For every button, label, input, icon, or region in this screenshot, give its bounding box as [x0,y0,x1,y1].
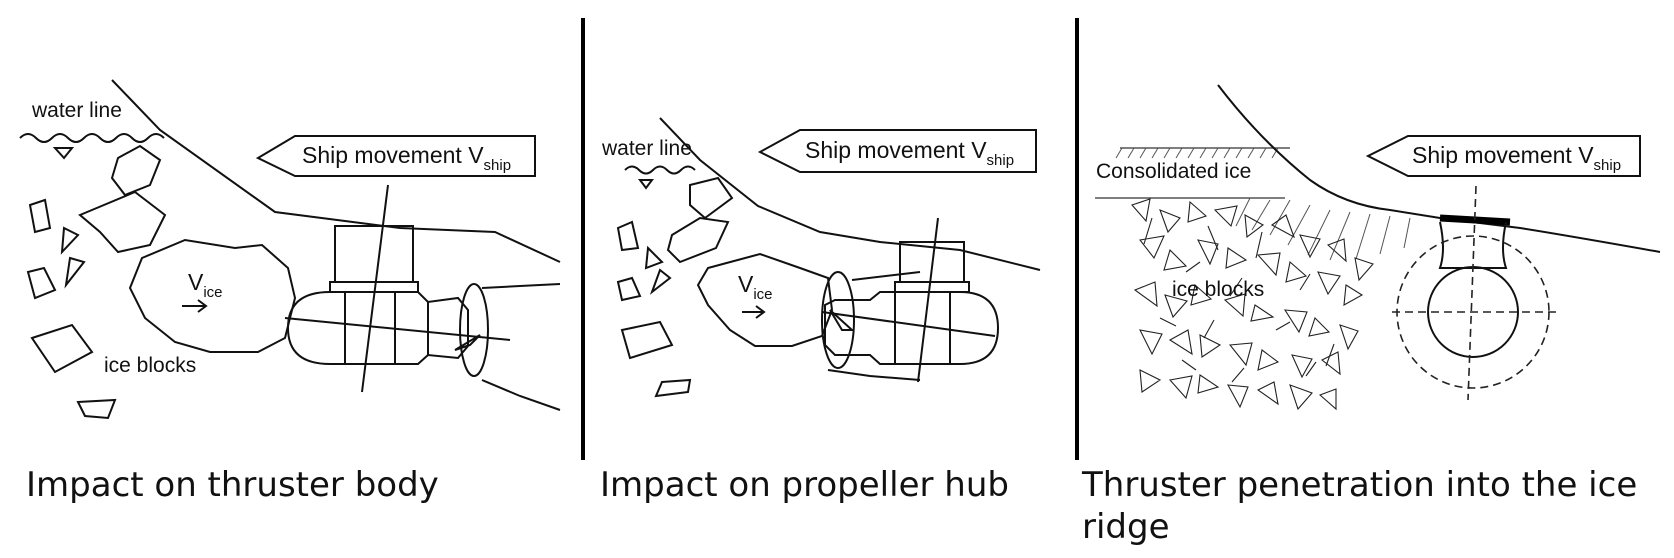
ice-fragment [666,216,730,264]
thruster [821,217,1000,383]
ice-fragment [616,276,642,302]
caption-thruster-body: Impact on thruster body [26,465,439,505]
ice-fragment [52,147,75,160]
water-line-label: water line [601,137,692,160]
ship-movement-arrow [1365,135,1641,177]
thruster [284,184,561,411]
water-line-label: water line [31,99,122,122]
ship-movement-arrow [757,129,1037,173]
ice-rubble-field [1131,198,1374,411]
ice-fragment [644,245,664,270]
panel-propeller-hub: water line Ship movement Vship Vice [601,117,1041,398]
v-ice-label: Vice [738,271,773,303]
ship-movement-label: Ship movement Vship [302,142,511,174]
caption-ice-ridge-line1: Thruster penetration into the ice [1081,465,1637,505]
ice-fragment [616,220,640,252]
ship-hull-line [111,79,561,263]
ice-fragment [76,398,117,420]
ice-block-large [128,238,297,353]
ice-fragment [654,378,692,398]
ice-fragment [30,323,94,374]
ice-fragment [620,320,674,360]
v-ice-label: Vice [188,269,223,301]
caption-ice-ridge-line2: ridge [1082,507,1170,547]
ice-motion-arrow [742,305,766,319]
ice-fragment [64,256,86,289]
ice-fragment [28,198,52,234]
ice-fragment [649,268,672,295]
ship-hull-line [1217,84,1661,253]
ice-fragment [78,190,167,254]
ice-fragment [689,176,734,220]
thruster-cross-section [1392,185,1556,401]
ice-fragment [26,266,57,300]
panel-thruster-body: water line Ship movement Vship Vice ice … [19,79,561,420]
ship-movement-arrow [255,135,536,177]
ship-hull-line [659,117,1041,271]
ice-blocks-label: ice blocks [104,354,196,377]
ice-blocks-label: ice blocks [1172,278,1264,301]
ship-movement-label: Ship movement Vship [1412,142,1621,174]
water-line-wave [624,165,696,175]
hull-thruster-plate [1439,214,1511,226]
panel-ice-ridge-penetration: Consolidated ice Ship movement Vship ice… [1095,84,1661,411]
ice-fragment [638,179,654,190]
ice-fragment [110,144,162,197]
ice-fragment [60,226,80,255]
water-line-wave [19,133,165,143]
ship-movement-label: Ship movement Vship [805,137,1014,169]
caption-propeller-hub: Impact on propeller hub [600,465,1009,505]
consolidated-ice-label: Consolidated ice [1096,160,1251,183]
ice-block-large [696,252,834,347]
ice-motion-arrow [182,299,208,313]
consolidated-ice-hatching [1115,147,1411,261]
